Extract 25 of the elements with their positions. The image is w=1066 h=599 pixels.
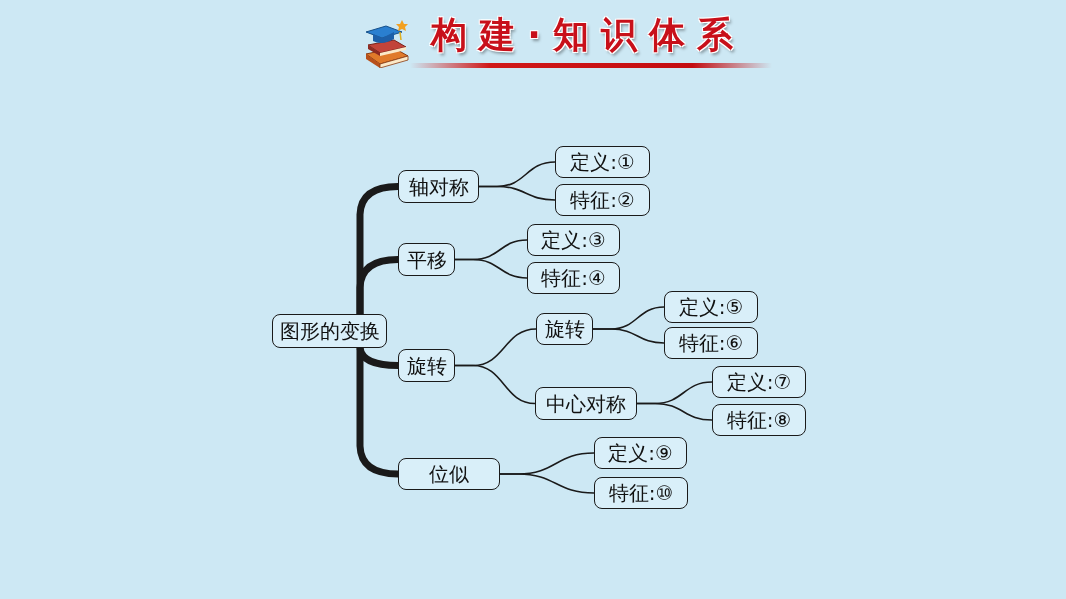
leaf-box: 特征:② xyxy=(555,184,650,216)
connector-line xyxy=(454,364,536,405)
leaf-box: 定义:③ xyxy=(527,224,620,256)
leaf-box: 定义:⑦ xyxy=(712,366,806,398)
connector-line xyxy=(592,328,665,344)
connector-line xyxy=(499,473,595,494)
connector-line xyxy=(478,185,556,201)
leaf-box: 定义:⑨ xyxy=(594,437,687,469)
leaf-box: 特征:⑧ xyxy=(712,404,806,436)
leaf-box: 特征:⑩ xyxy=(594,477,688,509)
branch-box: 旋转 xyxy=(536,313,593,345)
leaf-box: 特征:④ xyxy=(527,262,620,294)
leaf-box: 定义:① xyxy=(555,146,650,178)
connector-line xyxy=(636,402,713,421)
connector-line xyxy=(454,258,528,279)
leaf-box: 定义:⑤ xyxy=(664,291,758,323)
branch-box: 旋转 xyxy=(398,349,455,382)
branch-box: 平移 xyxy=(398,243,455,276)
branch-box: 中心对称 xyxy=(535,387,637,420)
central-topic-box: 图形的变换 xyxy=(272,314,387,348)
title: 构建·知识体系 xyxy=(429,12,746,57)
branch-box: 轴对称 xyxy=(398,170,479,203)
leaf-box: 特征:⑥ xyxy=(664,327,758,359)
branch-box: 位似 xyxy=(398,458,500,490)
branch-line xyxy=(356,256,399,314)
